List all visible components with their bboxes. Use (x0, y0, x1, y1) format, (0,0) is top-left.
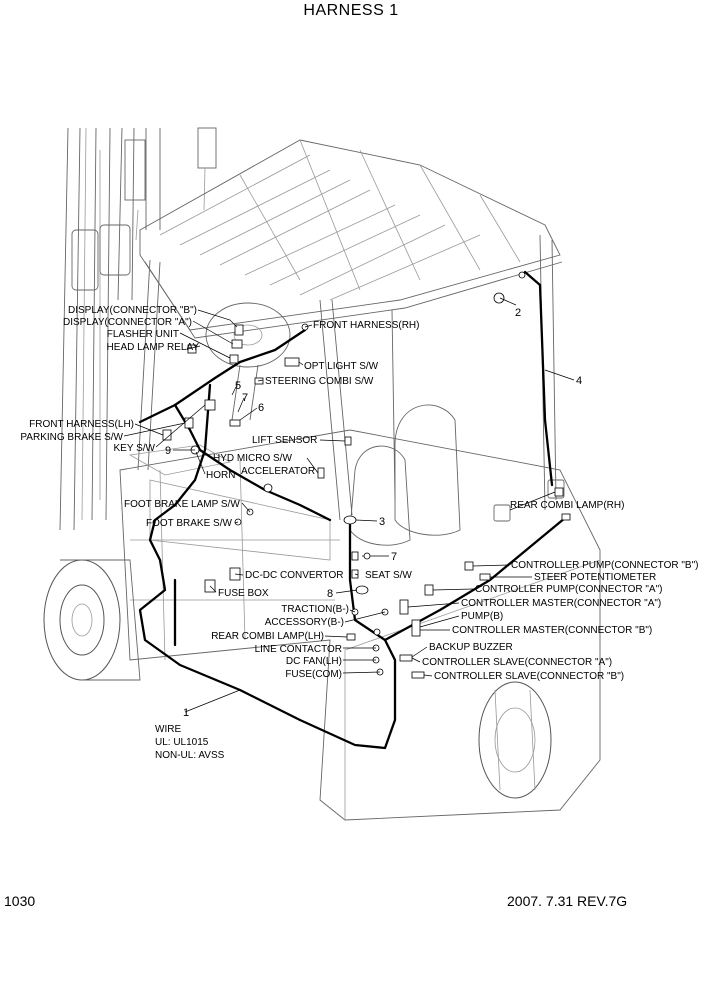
label-controller-master-b: CONTROLLER MASTER(CONNECTOR "B") (452, 625, 652, 636)
label-traction-b: TRACTION(B-) (281, 604, 349, 615)
label-backup-buzzer: BACKUP BUZZER (429, 642, 513, 653)
label-fuse-com: FUSE(COM) (285, 669, 342, 680)
page-number: 1030 (4, 893, 36, 909)
label-front-harness-rh: FRONT HARNESS(RH) (313, 320, 419, 331)
label-fuse-box: FUSE BOX (218, 588, 269, 599)
label-head-lamp-relay: HEAD LAMP RELAY (107, 342, 200, 353)
label-dc-dc-convertor: DC-DC CONVERTOR (245, 570, 344, 581)
label-controller-master-a: CONTROLLER MASTER(CONNECTOR "A") (461, 598, 661, 609)
label-rear-combi-lamp-lh: REAR COMBI LAMP(LH) (211, 631, 324, 642)
label-pump-b: PUMP(B) (461, 611, 503, 622)
label-flasher-unit: FLASHER UNIT (107, 329, 179, 340)
revision-stamp: 2007. 7.31 REV.7G (507, 893, 628, 909)
label-lift-sensor: LIFT SENSOR (252, 435, 317, 446)
label-foot-brake-sw: FOOT BRAKE S/W (146, 518, 232, 529)
callout-numbers: 1 2 3 4 5 6 7 7 8 9 (165, 307, 582, 719)
label-seat-sw: SEAT S/W (365, 570, 412, 581)
label-steer-potentiometer: STEER POTENTIOMETER (534, 572, 656, 583)
callout-1: 1 (183, 707, 189, 719)
wire-spec-non-ul: NON-UL: AVSS (155, 750, 225, 761)
callout-4: 4 (576, 375, 582, 387)
label-dc-fan-lh: DC FAN(LH) (286, 656, 342, 667)
callout-6: 6 (258, 402, 264, 414)
label-controller-pump-a: CONTROLLER PUMP(CONNECTOR "A") (475, 584, 663, 595)
label-accelerator: ACCELERATOR (241, 466, 315, 477)
label-controller-slave-a: CONTROLLER SLAVE(CONNECTOR "A") (422, 657, 612, 668)
wire-spec-ul: UL: UL1015 (155, 737, 209, 748)
label-hyd-micro-sw: HYD MICRO S/W (213, 453, 292, 464)
callout-7-lower: 7 (391, 551, 397, 563)
label-rear-combi-lamp-rh: REAR COMBI LAMP(RH) (510, 500, 624, 511)
callout-9: 9 (165, 445, 171, 457)
wire-spec-note: WIRE UL: UL1015 NON-UL: AVSS (155, 724, 225, 761)
label-foot-brake-lamp-sw: FOOT BRAKE LAMP S/W (124, 499, 240, 510)
label-line-contactor: LINE CONTACTOR (255, 644, 342, 655)
label-parking-brake-sw: PARKING BRAKE S/W (20, 432, 123, 443)
component-labels: DISPLAY(CONNECTOR "B") DISPLAY(CONNECTOR… (20, 305, 698, 682)
forklift-outline (43, 127, 601, 821)
callout-3: 3 (379, 516, 385, 528)
label-horn: HORN (206, 470, 235, 481)
label-key-sw: KEY S/W (114, 443, 156, 454)
rear-tire (478, 681, 552, 799)
wire-spec-name: WIRE (155, 724, 181, 735)
callout-8: 8 (327, 588, 333, 600)
label-accessory-b: ACCESSORY(B-) (265, 617, 344, 628)
label-front-harness-lh: FRONT HARNESS(LH) (29, 419, 134, 430)
label-display-a: DISPLAY(CONNECTOR "A") (63, 317, 192, 328)
label-controller-slave-b: CONTROLLER SLAVE(CONNECTOR "B") (434, 671, 624, 682)
callout-5: 5 (235, 380, 241, 392)
callout-7-upper: 7 (242, 392, 248, 404)
label-opt-light-sw: OPT LIGHT S/W (304, 361, 379, 372)
label-steering-combi-sw: STEERING COMBI S/W (265, 376, 374, 387)
page-title: HARNESS 1 (303, 2, 399, 19)
leader-lines (123, 297, 575, 713)
callout-2: 2 (515, 307, 521, 319)
label-display-b: DISPLAY(CONNECTOR "B") (68, 305, 197, 316)
label-controller-pump-b: CONTROLLER PUMP(CONNECTOR "B") (511, 560, 699, 571)
